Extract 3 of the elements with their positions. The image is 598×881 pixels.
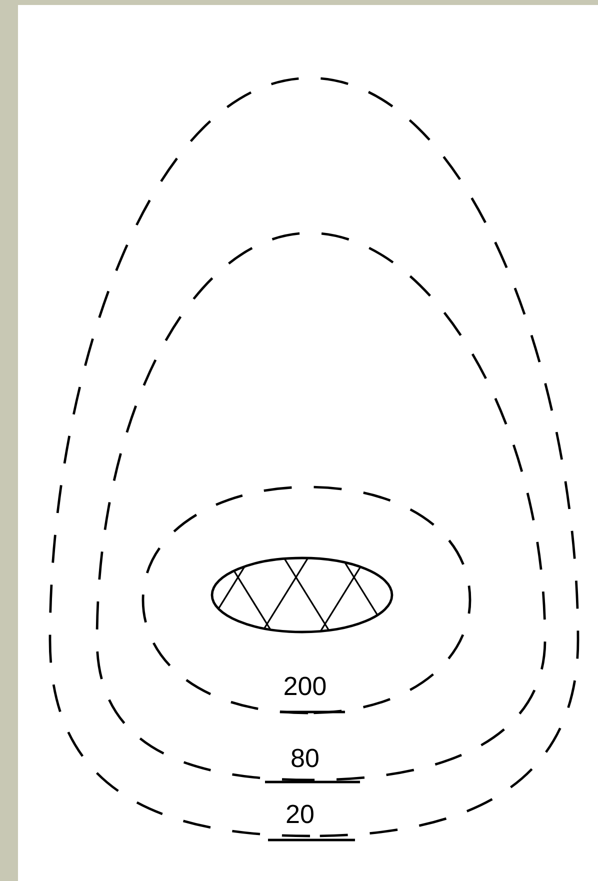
contour-label: 200 — [281, 674, 329, 698]
contour-label: 80 — [288, 746, 322, 770]
contour-label: 20 — [284, 802, 316, 826]
